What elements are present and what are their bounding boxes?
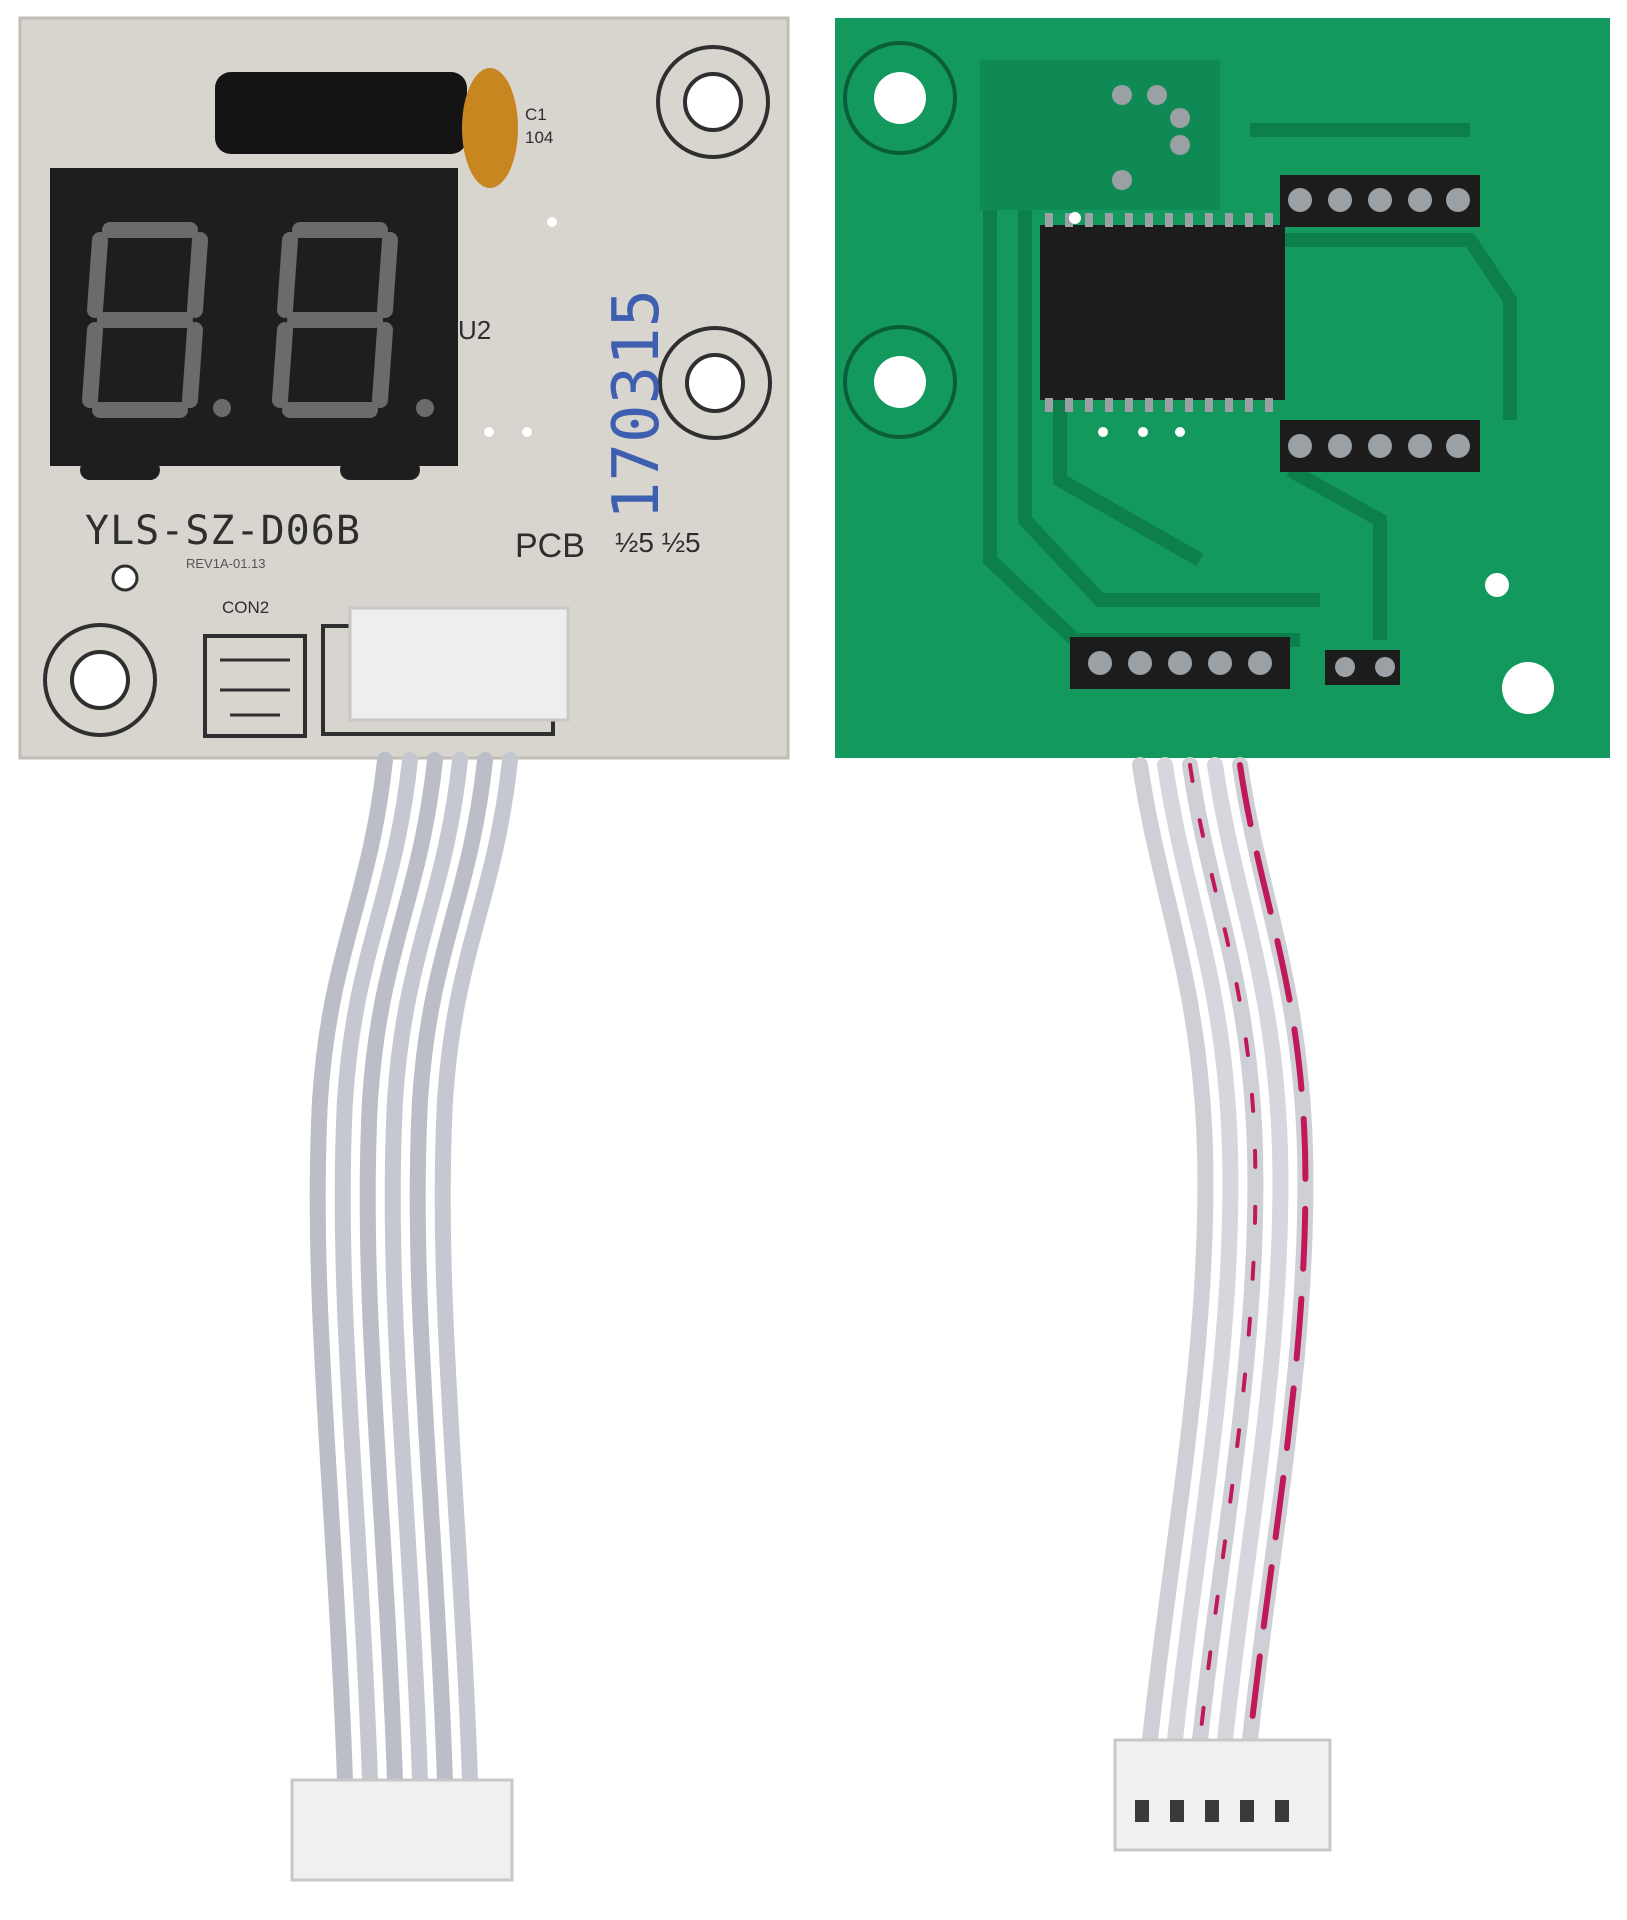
pcb-label: PCB (515, 527, 585, 565)
right-cable-connector (1113, 1738, 1332, 1852)
u2-label: U2 (458, 315, 492, 345)
right-mounting-hole-mid (843, 325, 957, 439)
ic-chip (1040, 225, 1285, 400)
pcb-suffix-label: ½5 ½5 (615, 527, 701, 558)
right-mounting-hole-top (843, 41, 957, 155)
right-pcb (835, 18, 1610, 758)
mounting-hole-bottom-left (43, 623, 157, 737)
left-ribbon-cable (309, 752, 518, 1788)
wire-header (348, 606, 570, 722)
date-code-label: REV1A-01.13 (186, 556, 266, 571)
c1-value-label: 104 (525, 128, 554, 147)
date-stamp: 170315 (600, 288, 674, 520)
con2-label: CON2 (222, 598, 270, 617)
mounting-hole-mid-right (658, 326, 772, 440)
c1-label: C1 (525, 105, 547, 124)
small-hole (111, 564, 139, 592)
ceramic-capacitor (462, 68, 518, 188)
mounting-hole-top-right (656, 45, 770, 159)
con2-footprint (203, 634, 307, 738)
right-hole-bottom (1502, 662, 1554, 714)
electrolytic-capacitor (215, 72, 467, 154)
left-pcb (18, 16, 790, 760)
left-cable-connector (290, 1778, 514, 1882)
model-label: YLS-SZ-D06B (85, 508, 361, 554)
right-ribbon-cable (1132, 757, 1314, 1748)
